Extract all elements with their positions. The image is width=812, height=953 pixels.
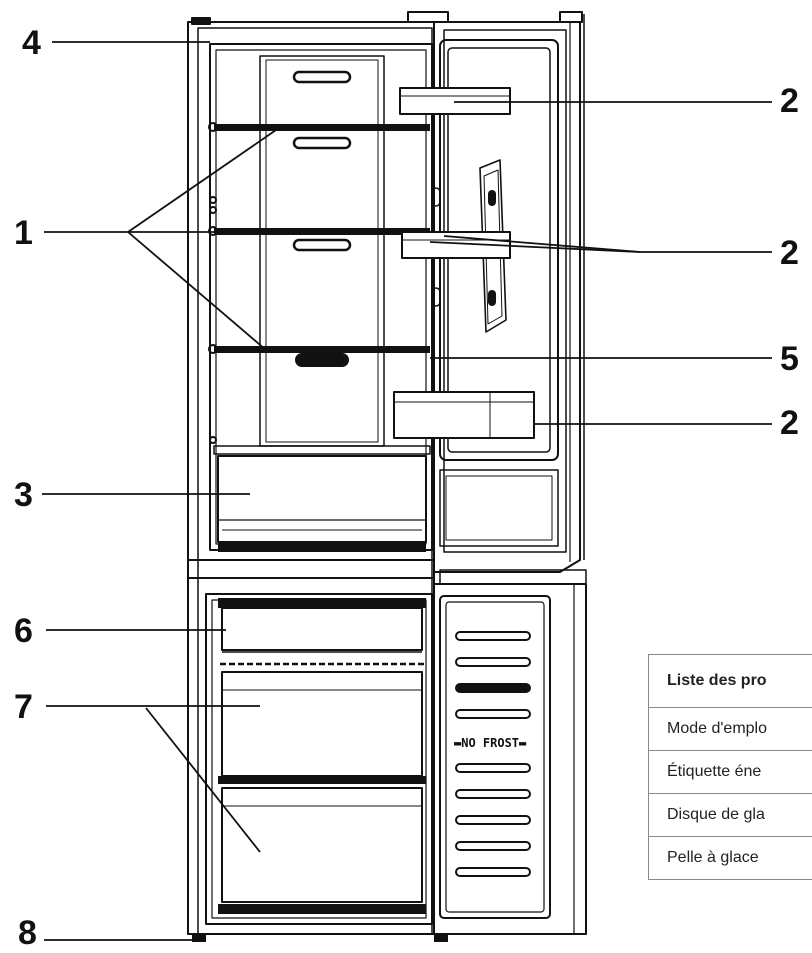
door-balconies (394, 88, 534, 438)
table-row: Mode d'emplo (649, 708, 812, 751)
freezer-door (434, 570, 586, 934)
accessories-header: Liste des pro (649, 655, 812, 708)
accessories-header-row: Liste des pro (649, 655, 812, 708)
accessories-table: Liste des pro Mode d'emplo Étiquette éne… (648, 654, 812, 880)
table-row: Disque de gla (649, 794, 812, 837)
fridge-compartment (210, 44, 432, 550)
callout-3: 3 (14, 478, 33, 512)
adjustable-feet (192, 934, 448, 942)
callout-2-bottom: 2 (780, 406, 799, 440)
callout-6: 6 (14, 614, 33, 648)
freezer-compartment (206, 594, 432, 924)
callout-2-middle: 2 (780, 236, 799, 270)
accessory-item: Disque de gla (649, 794, 812, 837)
table-row: Étiquette éne (649, 751, 812, 794)
callout-4: 4 (22, 26, 41, 60)
table-row: Pelle à glace (649, 837, 812, 880)
callout-5: 5 (780, 342, 799, 376)
callout-8: 8 (18, 916, 37, 950)
no-frost-dash-right: ▬ (519, 736, 526, 750)
callout-7: 7 (14, 690, 33, 724)
no-frost-label: ▬NO FROST▬ (454, 736, 526, 750)
accessory-item: Mode d'emplo (649, 708, 812, 751)
accessory-item: Pelle à glace (649, 837, 812, 880)
vegetable-drawer (214, 446, 430, 552)
accessory-item: Étiquette éne (649, 751, 812, 794)
callout-1: 1 (14, 216, 33, 250)
callout-2-top: 2 (780, 84, 799, 118)
no-frost-text: NO FROST (461, 736, 519, 750)
